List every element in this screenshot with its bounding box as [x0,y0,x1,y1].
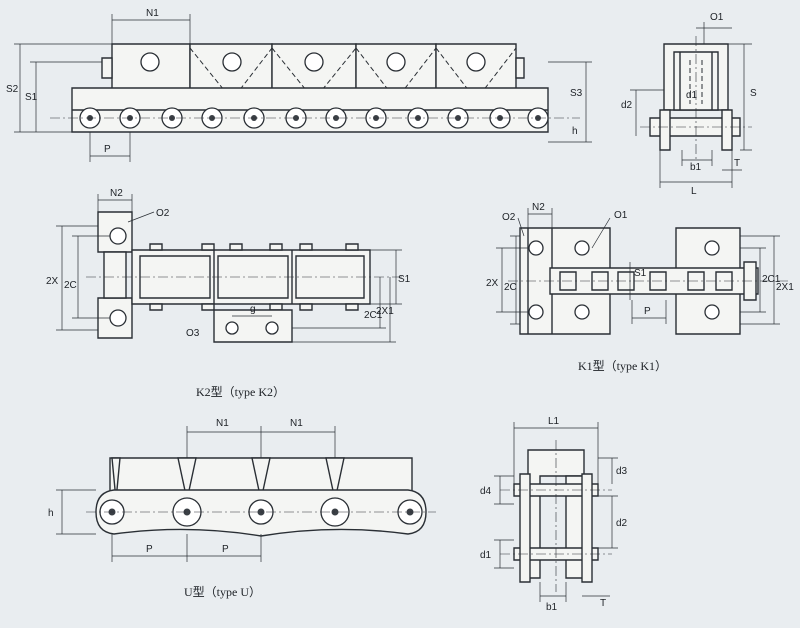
dim-s3: S3 [570,88,583,99]
dim-l1: L1 [548,416,560,427]
dim-u-p-left: P [146,544,153,555]
dim-t-bottom: T [600,598,606,609]
k2-view: N2 O2 2X 2C S1 2C1 2X1 O3 g [46,188,411,343]
dim-l: L [691,186,697,197]
dim-k1-2x1: 2X1 [776,282,794,293]
dim-k2-2x1: 2X1 [376,306,394,317]
dim-k2-g: g [250,304,256,315]
dim-b1: b1 [690,162,702,173]
dim-n1: N1 [146,8,159,19]
dim-k1-2c1: 2C1 [762,274,781,285]
caption-u: U型（type U） [184,585,261,599]
dim-k1-p: P [644,306,651,317]
dim-s: S [750,88,757,99]
dim-k2-2c: 2C [64,280,77,291]
top-cross-section: O1 d1 d2 S b1 L T [621,12,757,197]
dim-u-h: h [48,508,54,519]
dim-d1-bottom: d1 [480,550,492,561]
dim-s2: S2 [6,84,19,95]
dim-k2-2x: 2X [46,276,59,287]
dim-k2-o3: O3 [186,328,200,339]
dim-d3: d3 [616,466,628,477]
dim-k1-2c: 2C [504,282,517,293]
dim-u-p-right: P [222,544,229,555]
u-view: N1 N1 h P P [48,418,436,562]
dim-k2-o2: O2 [156,208,170,219]
dim-k2-n2: N2 [110,188,123,199]
dim-u-n1-left: N1 [216,418,229,429]
dim-k1-o2: O2 [502,212,516,223]
dim-s1: S1 [25,92,38,103]
dim-d4: d4 [480,486,492,497]
dim-h: h [572,126,578,137]
dim-u-n1-right: N1 [290,418,303,429]
dim-o1: O1 [710,12,724,23]
dim-d2-bottom: d2 [616,518,628,529]
k1-view: O2 N2 O1 2X 2C S1 P 2C1 2X1 [486,202,794,335]
dim-k2-2c1: 2C1 [364,310,383,321]
dim-t: T [734,158,740,169]
top-chain-view: N1 S2 S1 S3 h P [6,8,592,162]
dim-k1-2x: 2X [486,278,499,289]
dim-k1-n2: N2 [532,202,545,213]
caption-k1: K1型（type K1） [578,359,667,373]
dim-p: P [104,144,111,155]
caption-k2: K2型（type K2） [196,385,285,399]
dim-d2: d2 [621,100,633,111]
dim-d1: d1 [686,90,698,101]
dim-k1-s1: S1 [634,268,647,279]
bottom-cross-section: L1 d4 d3 d2 d1 b1 T [480,416,628,613]
dim-k1-o1: O1 [614,210,628,221]
dim-k2-s1: S1 [398,274,411,285]
dim-b1-bottom: b1 [546,602,558,613]
